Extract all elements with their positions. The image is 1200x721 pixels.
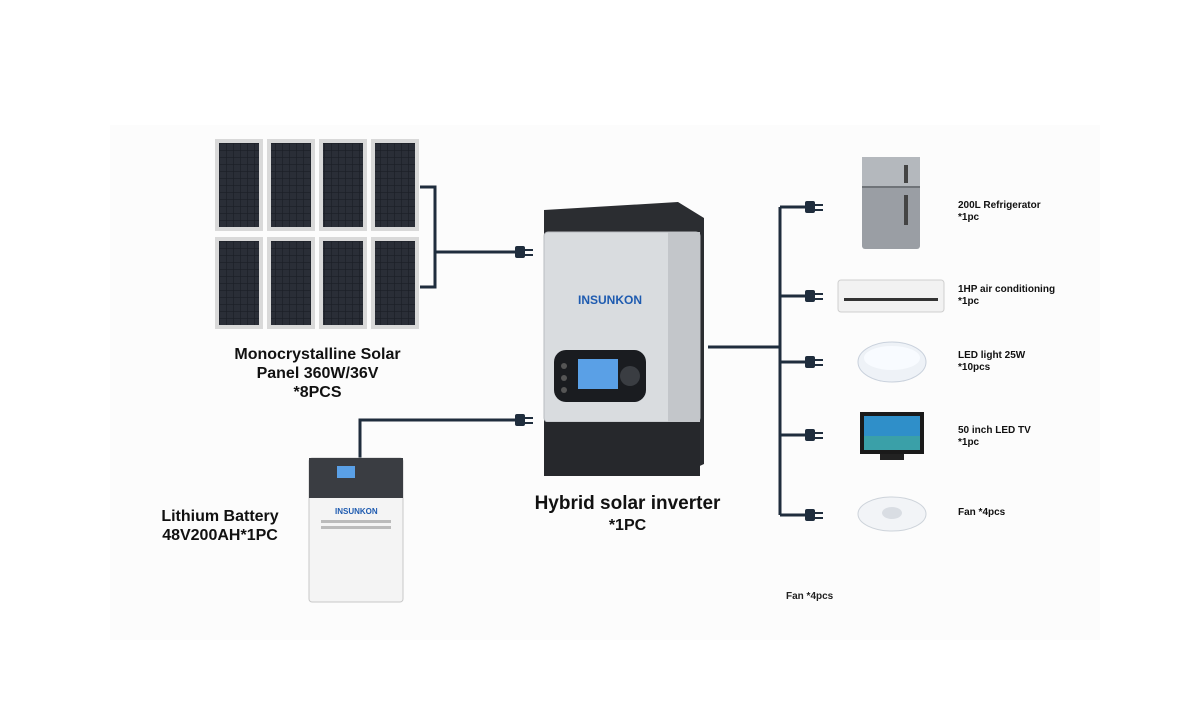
load-label-fan: Fan *4pcs [958, 507, 1005, 519]
solar-label-line1: Monocrystalline Solar [234, 346, 401, 363]
inverter-label-line2: *1PC [608, 517, 647, 534]
load-qty-tv: *1pc [958, 437, 980, 448]
ghost-text: Fan *4pcs [786, 591, 834, 602]
plug-refrigerator [805, 201, 823, 213]
load-name-ac: 1HP air conditioning [958, 284, 1056, 295]
solar-label-line2: Panel 360W/36V [256, 365, 379, 382]
solar-panel-label: Monocrystalline Solar Panel 360W/36V *8P… [205, 345, 430, 402]
battery-label: Lithium Battery 48V200AH*1PC [140, 507, 300, 545]
inverter-label: Hybrid solar inverter *1PC [515, 493, 740, 537]
battery-label-line1: Lithium Battery [161, 508, 279, 525]
battery-label-line2: 48V200AH*1PC [162, 527, 278, 544]
plug-battery [515, 414, 533, 426]
load-label-refrigerator: 200L Refrigerator *1pc [958, 200, 1041, 224]
battery-brand-logo: INSUNKON [335, 507, 378, 516]
load-qty-ac: *1pc [958, 296, 980, 307]
ceiling-light-icon [857, 341, 927, 383]
load-qty-refrigerator: *1pc [958, 212, 980, 223]
hybrid-inverter-icon: INSUNKON [543, 202, 704, 476]
load-name-tv: 50 inch LED TV [958, 425, 1031, 436]
inverter-brand-logo: INSUNKON [578, 293, 642, 307]
load-name-refrigerator: 200L Refrigerator [958, 200, 1041, 211]
load-label-ac: 1HP air conditioning *1pc [958, 284, 1055, 308]
air-conditioner-icon [837, 279, 945, 313]
load-name-light: LED light 25W [958, 350, 1026, 361]
plug-solar [515, 246, 533, 258]
tv-icon [860, 412, 924, 460]
lithium-battery-icon: INSUNKON [308, 457, 404, 603]
solar-panel-array-icon [215, 139, 419, 329]
refrigerator-icon [862, 157, 920, 249]
plug-fan [805, 509, 823, 521]
solar-wire [420, 185, 515, 289]
load-qty-light: *10pcs [958, 362, 991, 373]
solar-label-line3: *8PCS [293, 384, 342, 401]
output-bus [708, 205, 805, 517]
load-name-fan: Fan *4pcs [958, 507, 1006, 518]
ceiling-fan-icon [857, 496, 927, 532]
battery-wire [358, 418, 515, 458]
plug-tv [805, 429, 823, 441]
load-label-tv: 50 inch LED TV *1pc [958, 425, 1031, 449]
load-label-light: LED light 25W *10pcs [958, 350, 1025, 374]
plug-ac [805, 290, 823, 302]
plug-light [805, 356, 823, 368]
inverter-label-line1: Hybrid solar inverter [534, 493, 721, 514]
